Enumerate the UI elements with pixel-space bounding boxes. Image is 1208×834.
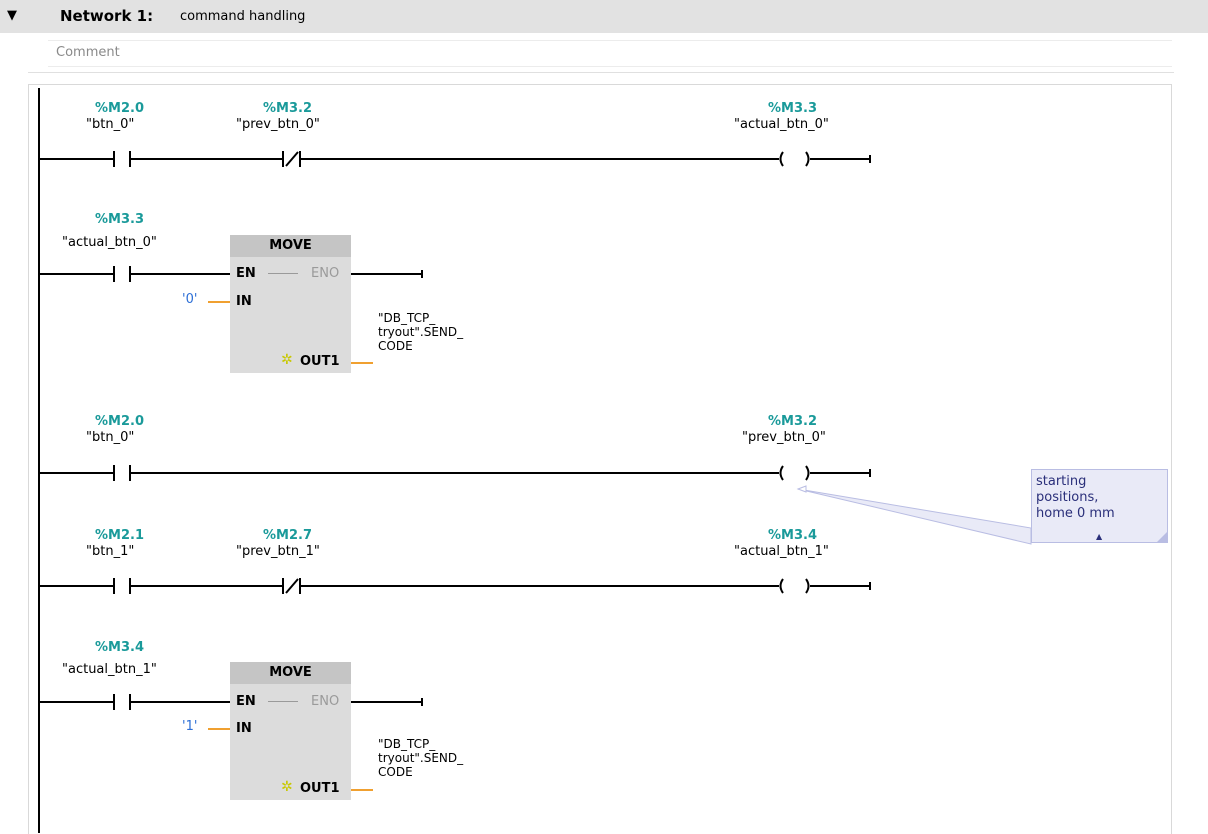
eno-pin: ENO <box>311 694 340 709</box>
nc-contact-icon <box>282 151 301 167</box>
rung-3-wiring[interactable] <box>38 458 878 488</box>
move-block-title: MOVE <box>230 662 351 684</box>
contact-1-tag[interactable]: "actual_btn_0" <box>62 235 157 250</box>
move-block-title: MOVE <box>230 235 351 257</box>
note-line-3: home 0 mm <box>1036 506 1115 521</box>
rung-5-wiring[interactable] <box>38 689 438 719</box>
network-header[interactable] <box>0 0 1208 33</box>
contact-1-address[interactable]: %M2.1 <box>95 528 144 543</box>
nc-contact-icon <box>282 578 301 594</box>
contact-2-tag[interactable]: "prev_btn_0" <box>236 117 320 132</box>
move-block[interactable]: MOVE <box>230 662 351 800</box>
coil-address[interactable]: %M3.2 <box>768 414 817 429</box>
no-contact-icon <box>113 465 131 481</box>
contact-1-tag[interactable]: "btn_1" <box>86 544 135 559</box>
note-line-1: starting <box>1036 474 1087 489</box>
out-operand-line <box>351 362 373 364</box>
contact-2-address[interactable]: %M2.7 <box>263 528 312 543</box>
sparkle-icon: ✲ <box>281 779 293 795</box>
out-pin: OUT1 <box>300 354 340 369</box>
coil-address[interactable]: %M3.4 <box>768 528 817 543</box>
coil-icon <box>779 465 810 481</box>
sparkle-icon: ✲ <box>281 352 293 368</box>
coil-icon <box>779 151 810 167</box>
contact-1-address[interactable]: %M3.3 <box>95 212 144 227</box>
contact-1-tag[interactable]: "actual_btn_1" <box>62 662 157 677</box>
network-note[interactable]: starting positions, home 0 mm <box>1031 469 1168 543</box>
no-contact-icon <box>113 266 131 282</box>
contact-1-tag[interactable]: "btn_0" <box>86 117 135 132</box>
comment-placeholder: Comment <box>56 45 120 60</box>
out-operand-line-3[interactable]: CODE <box>378 765 413 779</box>
note-line-2: positions, <box>1036 490 1099 505</box>
coil-tag[interactable]: "actual_btn_0" <box>734 117 829 132</box>
out-operand-line <box>351 789 373 791</box>
contact-2-address[interactable]: %M3.2 <box>263 101 312 116</box>
out-operand-line-2[interactable]: tryout".SEND_ <box>378 325 464 339</box>
network-name[interactable]: command handling <box>180 9 306 24</box>
power-rail <box>38 88 40 833</box>
in-constant[interactable]: '0' <box>182 292 198 307</box>
en-eno-line <box>268 701 298 702</box>
rung-4-wiring[interactable] <box>38 571 878 601</box>
no-contact-icon <box>113 578 131 594</box>
coil-icon <box>779 578 810 594</box>
separator <box>28 72 1174 73</box>
out-operand-line-1[interactable]: "DB_TCP_ <box>378 737 436 751</box>
contact-1-address[interactable]: %M3.4 <box>95 640 144 655</box>
en-pin: EN <box>236 694 256 709</box>
eno-pin: ENO <box>311 266 340 281</box>
rung-2-wiring[interactable] <box>38 260 438 290</box>
no-contact-icon <box>113 151 131 167</box>
contact-1-address[interactable]: %M2.0 <box>95 414 144 429</box>
out-pin: OUT1 <box>300 781 340 796</box>
in-pin: IN <box>236 294 252 309</box>
out-operand-line-3[interactable]: CODE <box>378 339 413 353</box>
ladder-canvas[interactable] <box>28 84 1172 834</box>
no-contact-icon <box>113 694 131 710</box>
out-operand-line-2[interactable]: tryout".SEND_ <box>378 751 464 765</box>
in-constant[interactable]: '1' <box>182 719 198 734</box>
network-comment-field[interactable]: Comment <box>48 40 1172 67</box>
contact-2-tag[interactable]: "prev_btn_1" <box>236 544 320 559</box>
coil-tag[interactable]: "actual_btn_1" <box>734 544 829 559</box>
contact-1-address[interactable]: %M2.0 <box>95 101 144 116</box>
collapse-toggle-icon[interactable]: ▼ <box>7 8 17 23</box>
rung-1-wiring[interactable] <box>38 144 878 174</box>
in-operand-line <box>208 301 230 303</box>
en-pin: EN <box>236 266 256 281</box>
in-pin: IN <box>236 721 252 736</box>
out-operand-line-1[interactable]: "DB_TCP_ <box>378 311 436 325</box>
move-block[interactable]: MOVE <box>230 235 351 373</box>
contact-1-tag[interactable]: "btn_0" <box>86 430 135 445</box>
en-eno-line <box>268 273 298 274</box>
network-title: Network 1: <box>60 7 154 25</box>
note-caret-icon: ▲ <box>1096 532 1103 541</box>
note-pointer <box>796 485 1032 545</box>
note-resize-handle[interactable] <box>1156 531 1168 543</box>
coil-address[interactable]: %M3.3 <box>768 101 817 116</box>
in-operand-line <box>208 728 230 730</box>
coil-tag[interactable]: "prev_btn_0" <box>742 430 826 445</box>
